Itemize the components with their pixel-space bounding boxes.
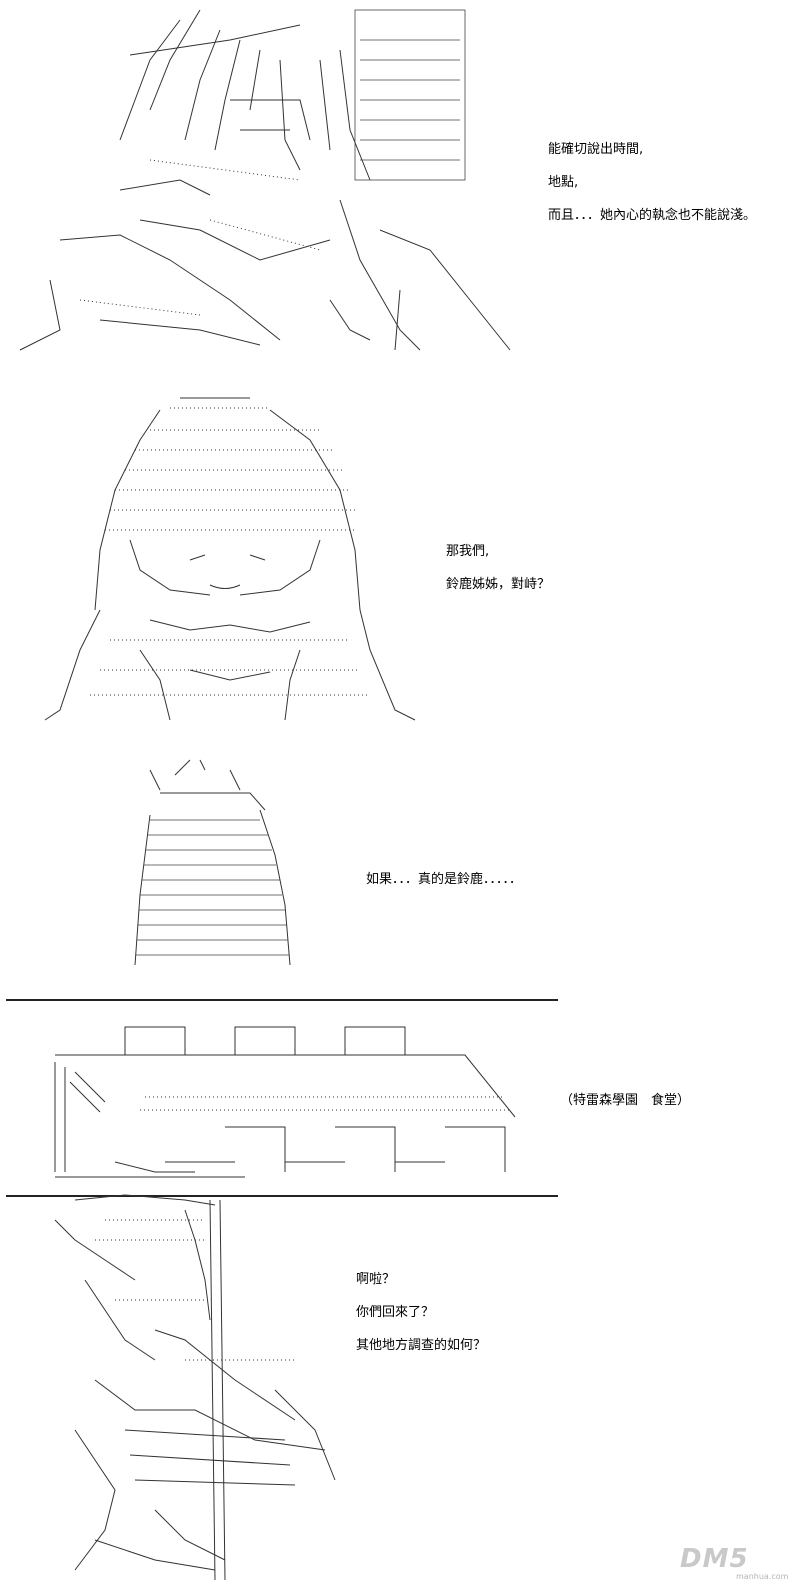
panel3-text-line: 如果．．．真的是鈴鹿．．．．． — [366, 872, 523, 887]
panel5-text-line: 啊啦？ — [356, 1272, 396, 1287]
watermark-logo: DM5 manhua.com — [680, 1544, 788, 1581]
panel-divider — [6, 1195, 558, 1197]
watermark-sub-text: manhua.com — [736, 1572, 789, 1581]
panel1-text-line: 地點, — [548, 175, 579, 190]
panel3-ascii-art — [130, 755, 300, 970]
panel1-text-line: 能確切說出時間, — [548, 142, 644, 157]
panel1-text-line: 而且．．．她內心的執念也不能說淺。 — [548, 208, 757, 223]
watermark-logo-text: DM5 — [680, 1544, 749, 1574]
seated-figure-drawing — [54, 1194, 336, 1581]
figure-back-drawing — [134, 759, 291, 966]
panel4-caption: （特雷森學園 食堂） — [560, 1093, 691, 1108]
panel5-text-line: 其他地方調查的如何？ — [356, 1338, 487, 1353]
cafeteria-drawing — [54, 1026, 516, 1178]
panel5-ascii-art — [35, 1180, 345, 1581]
panel2-ascii-art — [40, 380, 420, 725]
girl-figure-drawing — [44, 397, 416, 721]
panel2-text-line: 那我們, — [446, 544, 490, 559]
panel5-text-line: 你們回來了？ — [356, 1305, 435, 1320]
boy-figure-drawing — [19, 9, 511, 351]
panel2-text-line: 鈴鹿姊姊，對峙？ — [446, 577, 551, 592]
panel4-ascii-art — [45, 1022, 525, 1182]
panel-divider — [6, 999, 558, 1001]
panel1-ascii-art — [0, 0, 520, 360]
